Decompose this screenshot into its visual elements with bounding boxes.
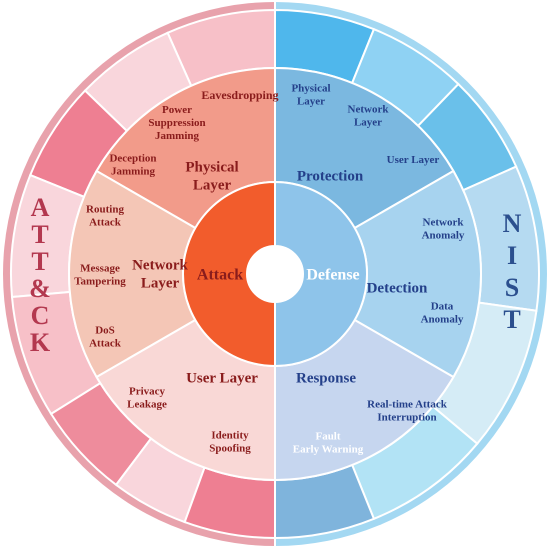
core-defense-label-line: Defense — [306, 267, 359, 284]
core-attack-label-line: Attack — [197, 267, 243, 284]
attck-title-letter: T — [31, 220, 48, 249]
outer-segment-deception-jamming-label-line: Jamming — [111, 165, 156, 177]
middle-segment-response-label: Response — [296, 370, 356, 386]
outer-segment-data-anomaly-label-line: Anomaly — [421, 313, 464, 325]
outer-segment-routing-attack-label-line: Attack — [89, 216, 122, 228]
outer-segment-real-time-attack-interruption-label-line: Real-time Attack — [367, 398, 448, 410]
core-defense-label: Defense — [306, 267, 359, 284]
outer-segment-eavesdropping-label: Eavesdropping — [201, 88, 278, 102]
middle-segment-detection-label-line: Detection — [367, 280, 428, 296]
outer-segment-fault-early-warning-label-line: Fault — [315, 430, 340, 442]
outer-segment-power-suppression-jamming-label-line: Power — [162, 104, 192, 116]
outer-segment-network-layer-label-line: Layer — [354, 116, 382, 128]
outer-segment-physical-layer-label-line: Physical — [291, 82, 330, 94]
middle-segment-physical-layer-label-line: Layer — [193, 177, 232, 193]
outer-segment-data-anomaly-label-line: Data — [431, 300, 454, 312]
middle-segment-network-layer-label-line: Layer — [141, 275, 180, 291]
middle-segment-protection-label: Protection — [297, 168, 364, 184]
outer-segment-user-layer-label-line: User Layer — [387, 154, 440, 166]
outer-segment-identity-spoofing-label-line: Spoofing — [209, 442, 251, 454]
outer-segment-fault-early-warning-label-line: Early Warning — [293, 443, 364, 455]
attck-title-letter: A — [31, 193, 50, 222]
middle-segment-user-layer-label: User Layer — [186, 370, 258, 386]
middle-segment-physical-layer-label-line: Physical — [185, 159, 238, 175]
outer-segment-user-layer-label: User Layer — [387, 154, 440, 166]
nist-title-letter: I — [507, 241, 517, 270]
middle-segment-network-layer-label-line: Network — [132, 257, 188, 273]
nist-title-letter: S — [505, 273, 519, 302]
outer-segment-real-time-attack-interruption-label-line: Interruption — [377, 411, 436, 423]
middle-segment-protection-label-line: Protection — [297, 168, 364, 184]
outer-segment-routing-attack-label-line: Routing — [86, 203, 124, 215]
nist-title-letter: N — [503, 209, 522, 238]
outer-segment-deception-jamming-label-line: Deception — [109, 152, 156, 164]
attck-title-letter: K — [30, 328, 51, 357]
outer-segment-dos-attack-label-line: Attack — [89, 337, 122, 349]
attck-title-letter: C — [31, 301, 50, 330]
outer-segment-power-suppression-jamming-label-line: Suppression — [148, 117, 205, 129]
attck-title-letter: & — [29, 274, 51, 303]
outer-segment-network-layer-label-line: Network — [348, 103, 390, 115]
outer-segment-network-anomaly-label-line: Network — [423, 216, 465, 228]
outer-segment-privacy-leakage-label-line: Privacy — [129, 385, 166, 397]
outer-segment-physical-layer-label-line: Layer — [297, 95, 325, 107]
core-attack-label: Attack — [197, 267, 243, 284]
outer-segment-privacy-leakage-label-line: Leakage — [127, 398, 167, 410]
nist-title-letter: T — [503, 305, 520, 334]
outer-segment-message-tampering-label-line: Tampering — [74, 275, 126, 287]
outer-segment-power-suppression-jamming-label-line: Jamming — [155, 130, 200, 142]
outer-segment-network-anomaly-label-line: Anomaly — [422, 229, 465, 241]
middle-segment-detection-label: Detection — [367, 280, 428, 296]
attck-title-letter: T — [31, 247, 48, 276]
middle-segment-response-label-line: Response — [296, 370, 356, 386]
outer-segment-dos-attack-label-line: DoS — [95, 324, 115, 336]
outer-segment-identity-spoofing-label-line: Identity — [211, 429, 249, 441]
center-hole — [247, 246, 303, 302]
middle-segment-user-layer-label-line: User Layer — [186, 370, 258, 386]
outer-segment-eavesdropping-label-line: Eavesdropping — [201, 88, 278, 102]
outer-segment-message-tampering-label-line: Message — [80, 262, 120, 274]
